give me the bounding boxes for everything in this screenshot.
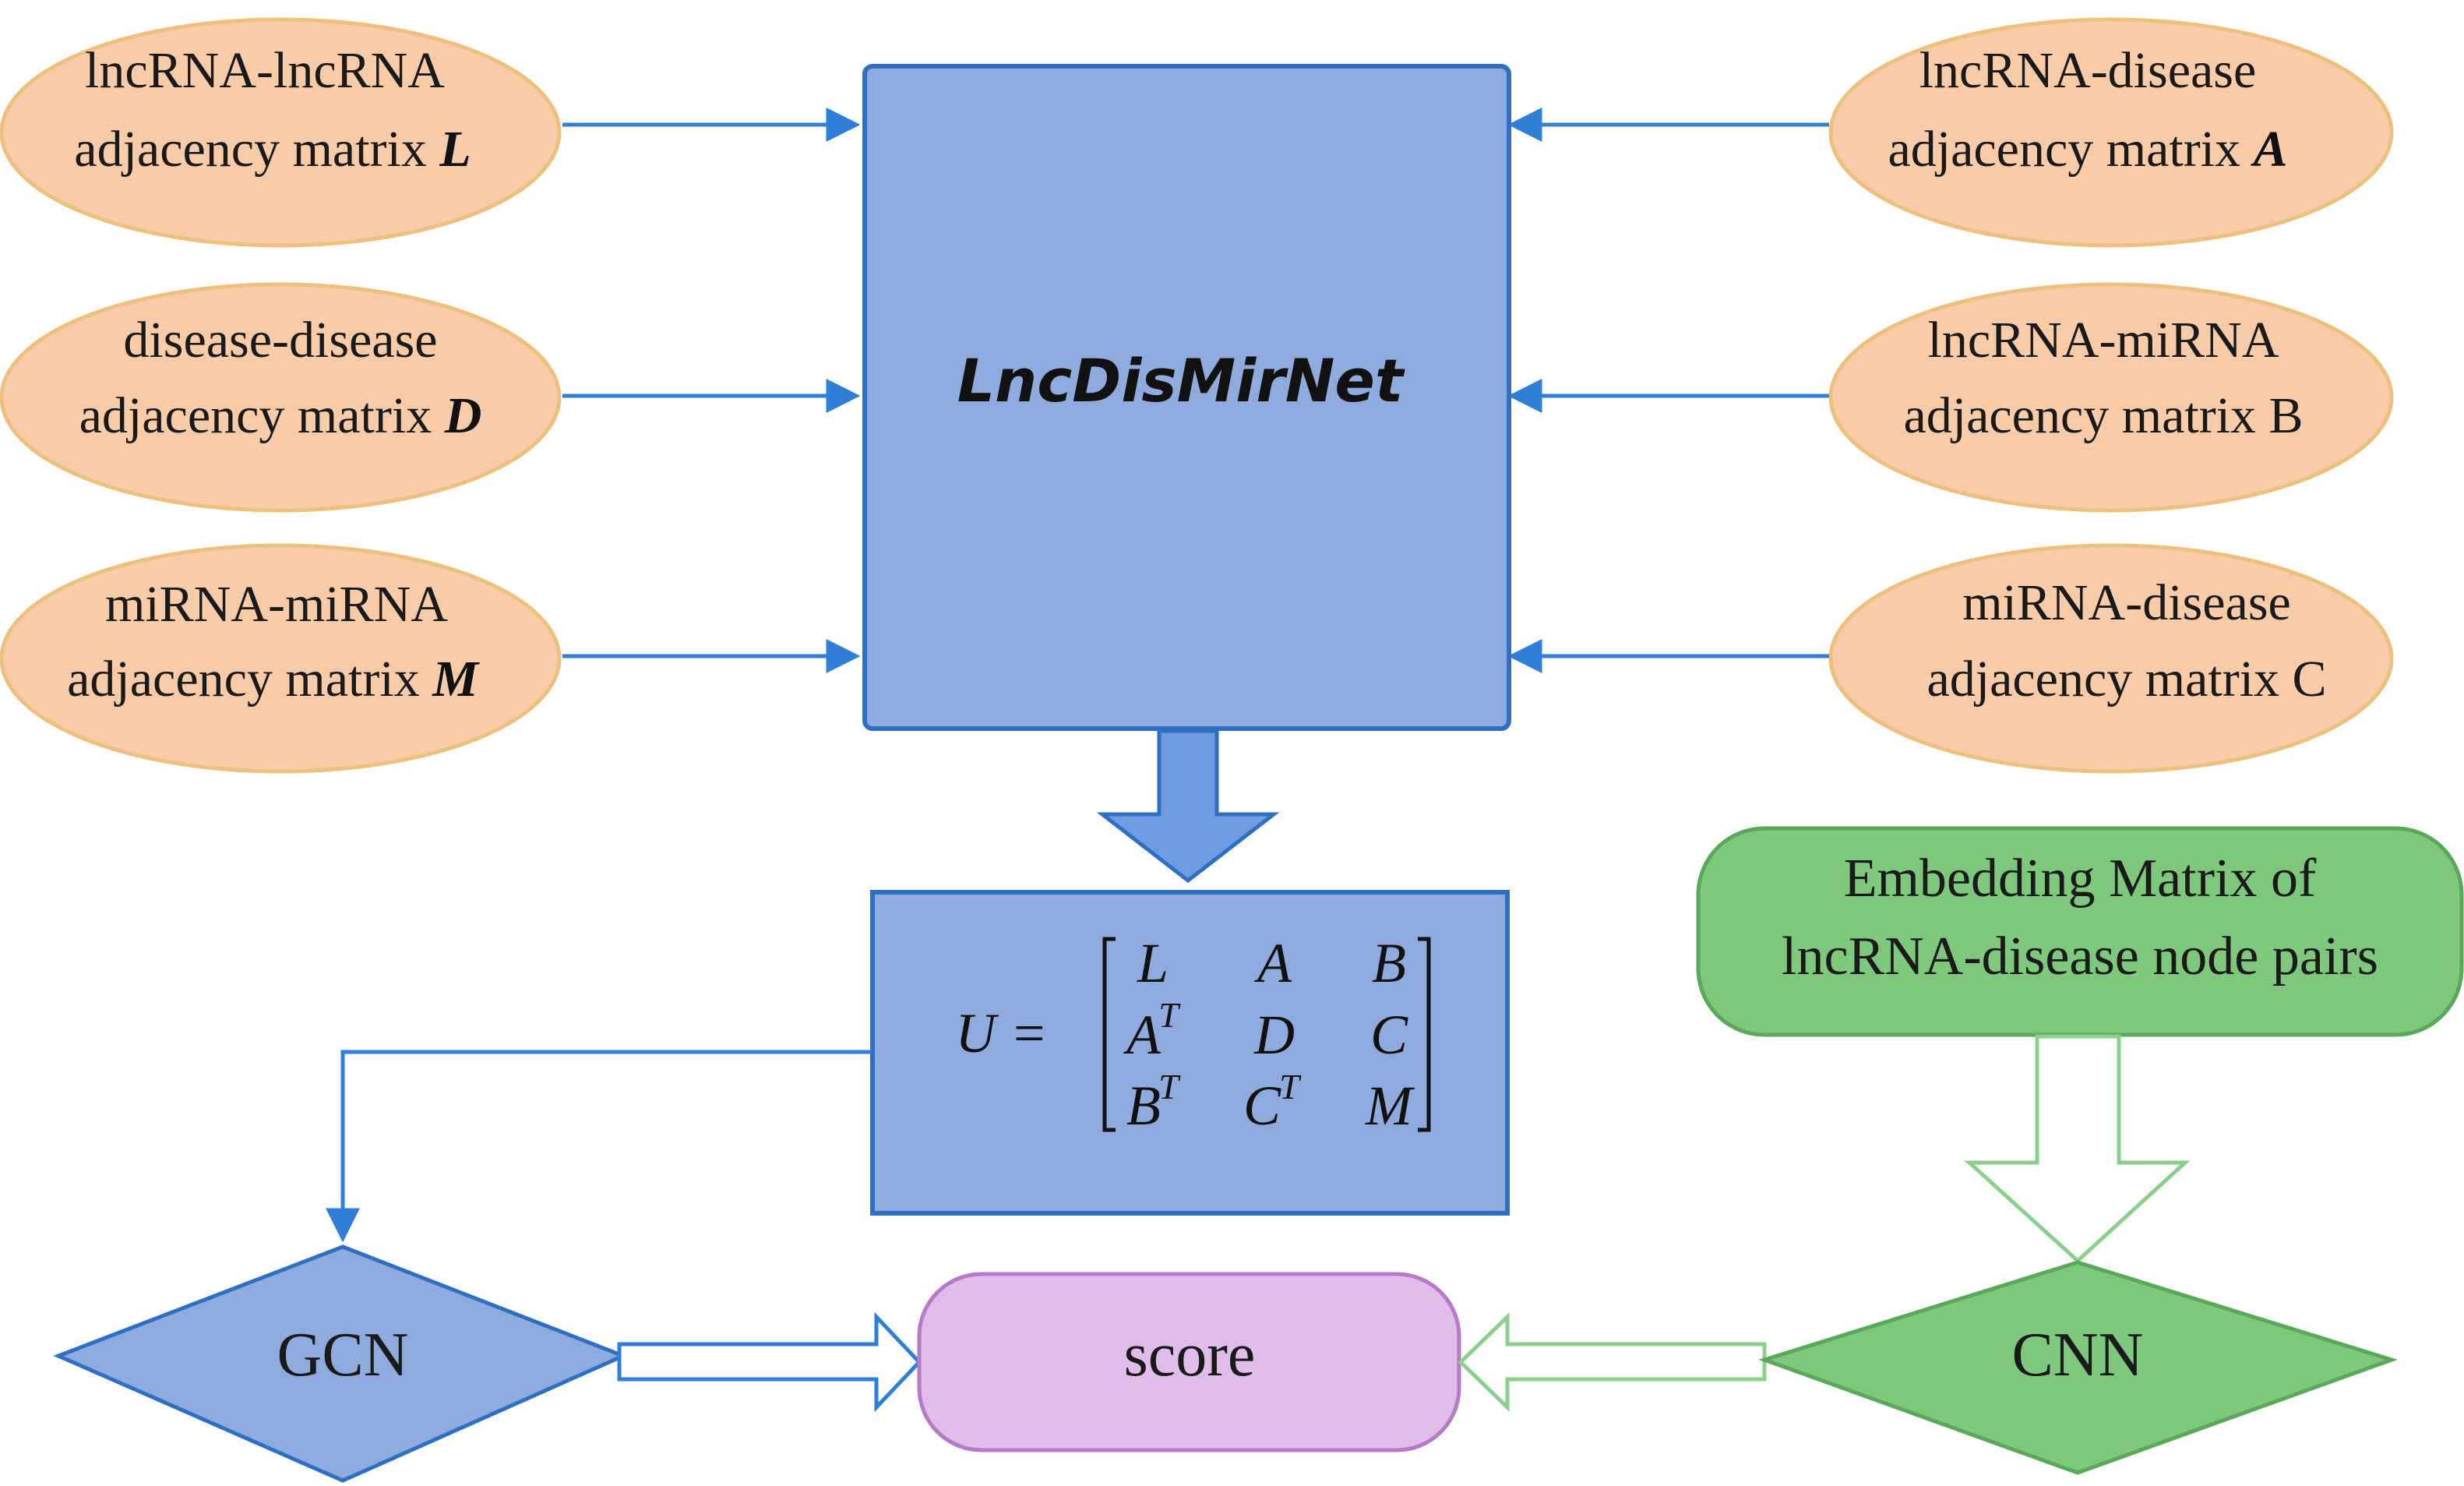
matrix-cell: L [1137,932,1169,994]
matrix-u-box: U = L A B A T D C B T C T M [870,890,1510,1216]
embedding-line1: Embedding Matrix of [1844,849,2317,909]
matrix-lhs: U = [955,1002,1048,1064]
arrow-cnn-to-score [1458,1312,1767,1412]
matrix-cell: M [1365,1075,1415,1137]
lncdismirnet-box: LncDisMirNet [862,64,1511,731]
input-label-line1: lncRNA-disease [1919,42,2257,99]
matrix-symbol: L [439,121,471,178]
input-disease-disease: disease-disease adjacency matrix D [0,282,562,513]
network-title: LncDisMirNet [957,346,1405,415]
ellipse-shape [1828,17,2394,248]
input-label-line2: adjacency matrix B [1903,387,2303,444]
embedding-node: Embedding Matrix of lncRNA-disease node … [1696,826,2464,1037]
matrix-cell: A [1123,1004,1161,1066]
cnn-label: CNN [2012,1321,2144,1389]
input-lncrna-lncrna: lncRNA-lncRNA adjacency matrix L [0,17,562,248]
input-lncrna-mirna: lncRNA-miRNA adjacency matrix B [1828,282,2394,513]
input-label-line1: miRNA-miRNA [105,576,448,633]
matrix-superscript: T [1279,1067,1302,1107]
input-label-line1: miRNA-disease [1962,574,2291,631]
input-mirna-mirna: miRNA-miRNA adjacency matrix M [0,543,562,774]
left-bracket [1102,937,1116,1132]
ellipse-shape [0,17,562,248]
input-arrows [562,108,1829,673]
gcn-node: GCN [53,1244,629,1483]
matrix-cell: A [1254,932,1292,994]
matrix-superscript: T [1158,1067,1181,1107]
matrix-cell: B [1372,932,1406,994]
gcn-diamond [53,1244,629,1483]
input-mirna-disease: miRNA-disease adjacency matrix C [1828,543,2394,774]
matrix-symbol: A [2251,121,2288,178]
input-lncrna-disease: lncRNA-disease adjacency matrix A [1828,17,2394,248]
ellipse-shape [1828,543,2394,774]
ellipse-shape [0,543,562,774]
embedding-line2: lncRNA-disease node pairs [1782,927,2378,987]
arrow-embedding-to-cnn [1964,1034,2191,1264]
matrix-cell: C [1370,1004,1408,1066]
matrix-symbol: M [432,651,480,708]
arrow-matrix-to-gcn [326,1050,872,1243]
input-label-line2: adjacency matrix L [74,121,471,178]
input-label-line2: adjacency matrix D [79,387,482,444]
gcn-label: GCN [277,1321,409,1389]
score-label: score [1124,1321,1256,1389]
cnn-node: CNN [1758,1260,2398,1475]
block-arrow-down [1096,729,1280,884]
right-bracket [1418,937,1431,1132]
input-label-line1: lncRNA-miRNA [1928,312,2279,369]
network-rect [862,64,1511,731]
ellipse-shape [0,282,562,513]
matrix-cell: C [1243,1075,1281,1137]
input-label-line2: adjacency matrix A [1888,121,2287,178]
cnn-diamond [1758,1260,2398,1475]
matrix-symbol: D [444,387,482,444]
score-node: score [917,1272,1461,1452]
arrow-gcn-to-score [617,1311,922,1413]
matrix-cell: D [1253,1004,1295,1066]
input-label-line2: adjacency matrix M [67,651,480,708]
input-label-line2: adjacency matrix C [1926,651,2326,708]
input-label-line1: lncRNA-lncRNA [85,42,445,99]
input-label-line1: disease-disease [123,312,437,369]
ellipse-shape [1828,282,2394,513]
matrix-rect [870,890,1510,1216]
matrix-superscript: T [1158,995,1181,1035]
matrix-cell: B [1126,1075,1161,1137]
